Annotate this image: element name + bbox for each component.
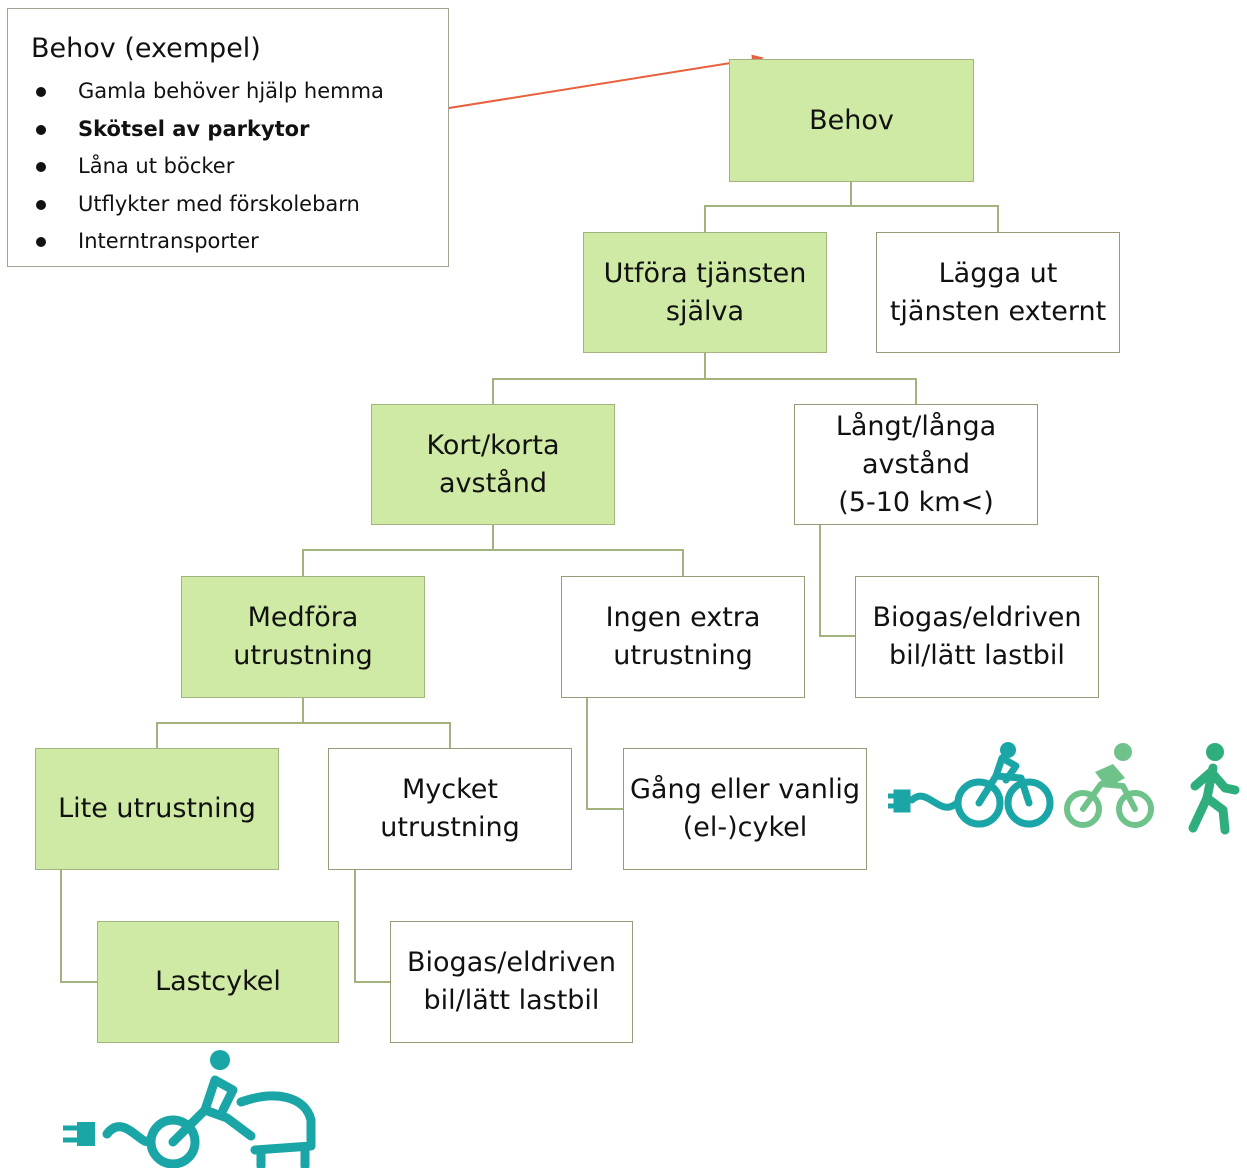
connector-lite-lastcykel [60,870,97,983]
connector-kort [302,525,494,576]
node-biogas-mycket: Biogas/eldriven bil/lätt lastbil [390,921,633,1043]
legend-item: Utflykter med förskolebarn [36,186,384,224]
connector-ingen-gang [586,698,623,810]
node-mycket-utrustning: Mycket utrustning [328,748,572,870]
connector-medfora [156,698,304,748]
connector-behov [704,182,852,232]
pedestrian-icon [1188,743,1240,835]
node-ingen-extra-utrustning: Ingen extra utrustning [561,576,805,698]
legend-box: Behov (exempel) Gamla behöver hjälp hemm… [7,8,449,267]
bullet-icon [36,199,46,210]
node-biogas-langt: Biogas/eldriven bil/lätt lastbil [855,576,1099,698]
bullet-icon [36,237,46,247]
connector-utfora-right [705,378,917,404]
legend-item: Låna ut böcker [36,148,384,186]
node-kort-avstand: Kort/korta avstånd [371,404,615,525]
node-lastcykel: Lastcykel [97,921,339,1043]
node-utfora-sjalva: Utföra tjänsten själva [583,232,827,353]
node-lite-utrustning: Lite utrustning [35,748,279,870]
connector-mycket-biogas [354,870,390,983]
electric-bike-icon [888,742,1054,828]
connector-behov-right [851,205,999,232]
connector-medfora-right [303,722,451,748]
legend-title: Behov (exempel) [31,33,261,64]
connector-kort-right [493,549,684,576]
node-lagga-ut-externt: Lägga ut tjänsten externt [876,232,1120,353]
legend-item: Interntransporter [36,223,384,261]
legend-list: Gamla behöver hjälp hemma Skötsel av par… [36,73,384,261]
node-medfora-utrustning: Medföra utrustning [181,576,425,698]
legend-item: Gamla behöver hjälp hemma [36,73,384,111]
bullet-icon [36,124,46,135]
electric-cargo-bike-icon [63,1050,316,1168]
bullet-icon [36,162,46,172]
node-behov: Behov [729,59,974,182]
connector-utfora [492,353,706,404]
bicycle-icon [1064,743,1154,828]
node-gang-cykel: Gång eller vanlig (el-)cykel [623,748,867,870]
connector-langt-biogas [819,525,855,637]
legend-item-highlighted: Skötsel av parkytor [36,111,384,149]
node-langt-avstand: Långt/långa avstånd (5-10 km<) [794,404,1038,525]
bullet-icon [36,87,46,97]
